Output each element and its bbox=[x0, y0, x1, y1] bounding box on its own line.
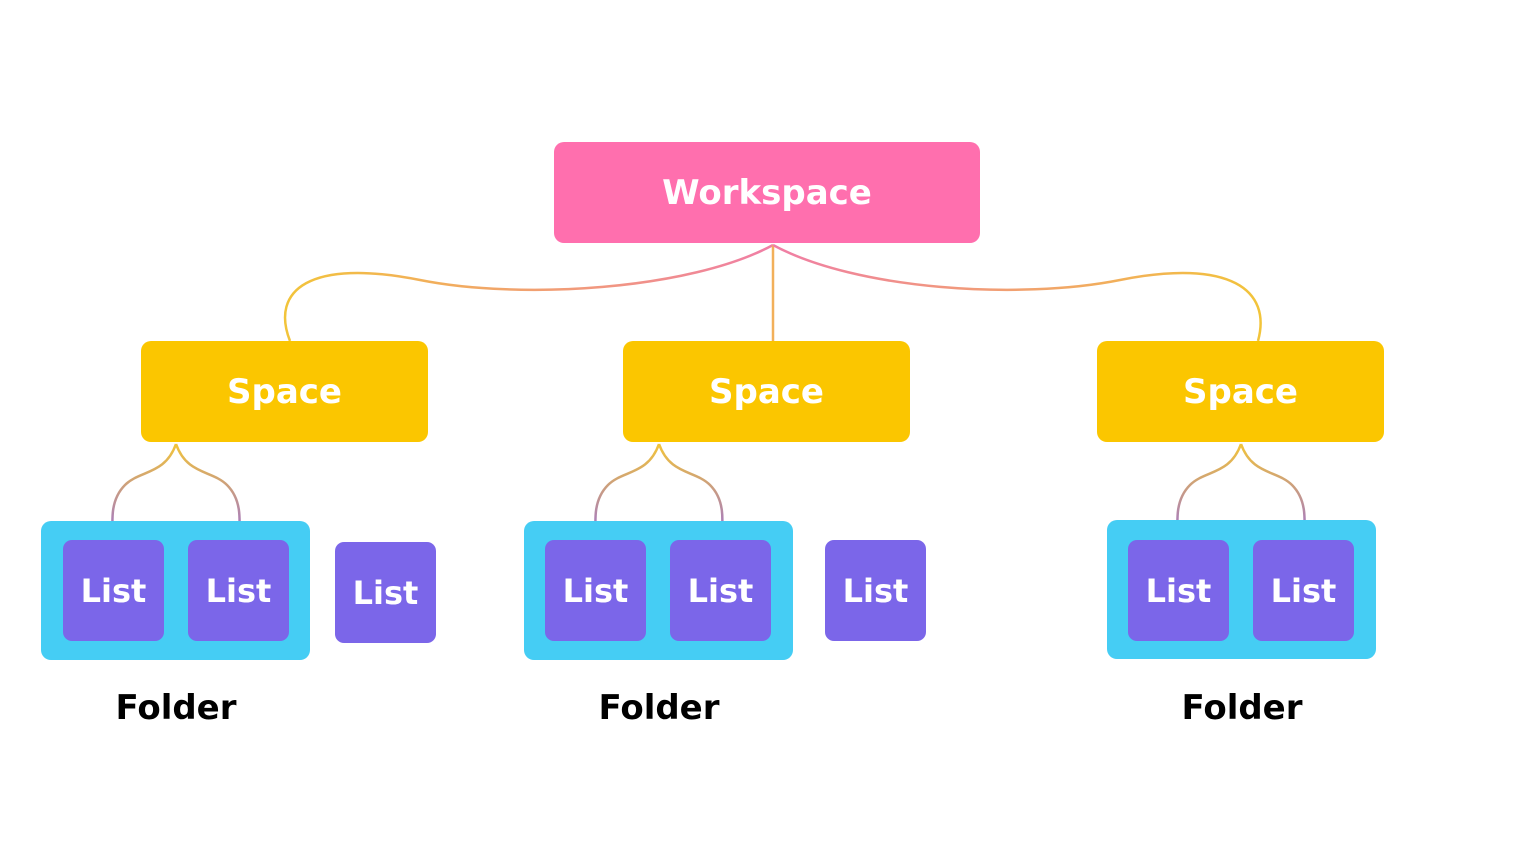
list-node: List bbox=[188, 540, 289, 641]
list-label: List bbox=[352, 573, 419, 612]
list-label: List bbox=[1270, 571, 1337, 610]
connector-workspace-space-3 bbox=[772, 243, 1262, 342]
list-label: List bbox=[205, 571, 272, 610]
space-node-1: Space bbox=[141, 341, 428, 442]
workspace-node: Workspace bbox=[554, 142, 980, 243]
space-label: Space bbox=[227, 371, 342, 412]
standalone-list-node-1: List bbox=[335, 542, 436, 643]
space-label: Space bbox=[709, 371, 824, 412]
list-node: List bbox=[63, 540, 164, 641]
list-node: List bbox=[545, 540, 646, 641]
list-label: List bbox=[562, 571, 629, 610]
list-node: List bbox=[1253, 540, 1354, 641]
list-label: List bbox=[687, 571, 754, 610]
workspace-label: Workspace bbox=[662, 172, 872, 213]
connector-workspace-space-1 bbox=[283, 243, 774, 342]
list-node: List bbox=[1128, 540, 1229, 641]
list-node: List bbox=[670, 540, 771, 641]
space-node-3: Space bbox=[1097, 341, 1384, 442]
standalone-list-node-2: List bbox=[825, 540, 926, 641]
folder-label-2: Folder bbox=[598, 688, 720, 728]
folder-label-3: Folder bbox=[1181, 688, 1303, 728]
folder-label-1: Folder bbox=[115, 688, 237, 728]
list-label: List bbox=[1145, 571, 1212, 610]
list-label: List bbox=[80, 571, 147, 610]
space-label: Space bbox=[1183, 371, 1298, 412]
list-label: List bbox=[842, 571, 909, 610]
space-node-2: Space bbox=[623, 341, 910, 442]
